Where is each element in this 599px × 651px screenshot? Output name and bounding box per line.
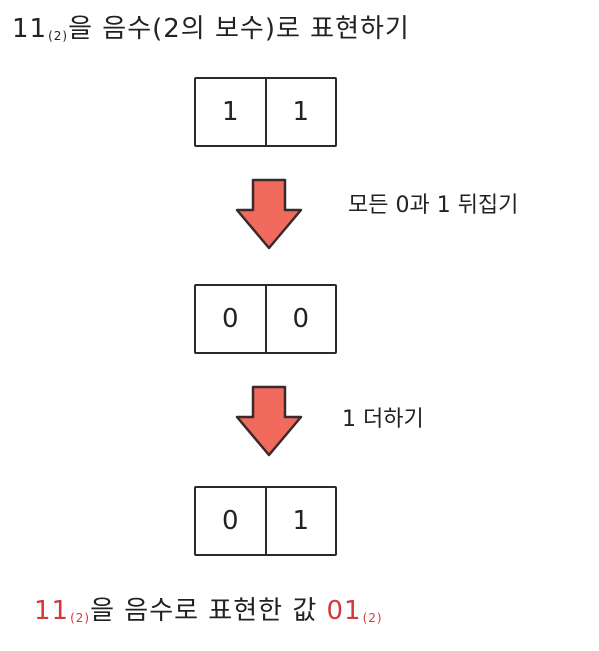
step-label-invert: 모든 0과 1 뒤집기 [348,193,519,218]
title-text: 을 음수(2의 보수)로 표현하기 [68,14,410,44]
result-value-base: (2) [362,611,383,625]
binary-box-inverted: 0 0 [194,284,337,354]
step-label-add-one: 1 더하기 [342,407,424,432]
diagram-title: 11(2)을 음수(2의 보수)로 표현하기 [12,8,410,45]
bit-cell: 1 [221,97,239,127]
down-arrow-icon [235,178,303,250]
down-arrow-icon [235,385,303,457]
bit-cell: 0 [221,506,239,536]
binary-box-original: 1 1 [194,77,337,147]
title-base: (2) [48,29,69,43]
bit-cell: 1 [264,488,336,554]
binary-box-result: 0 1 [194,486,337,556]
title-number: 11 [12,14,48,44]
bit-cell: 0 [221,304,239,334]
bit-cell: 1 [264,79,336,145]
result-base: (2) [70,611,91,625]
result-text: 을 음수로 표현한 값 [90,596,327,626]
result-caption: 11(2)을 음수로 표현한 값 01(2) [34,590,383,627]
result-number: 11 [34,596,70,626]
result-value: 01 [326,596,362,626]
bit-cell: 0 [264,286,336,352]
